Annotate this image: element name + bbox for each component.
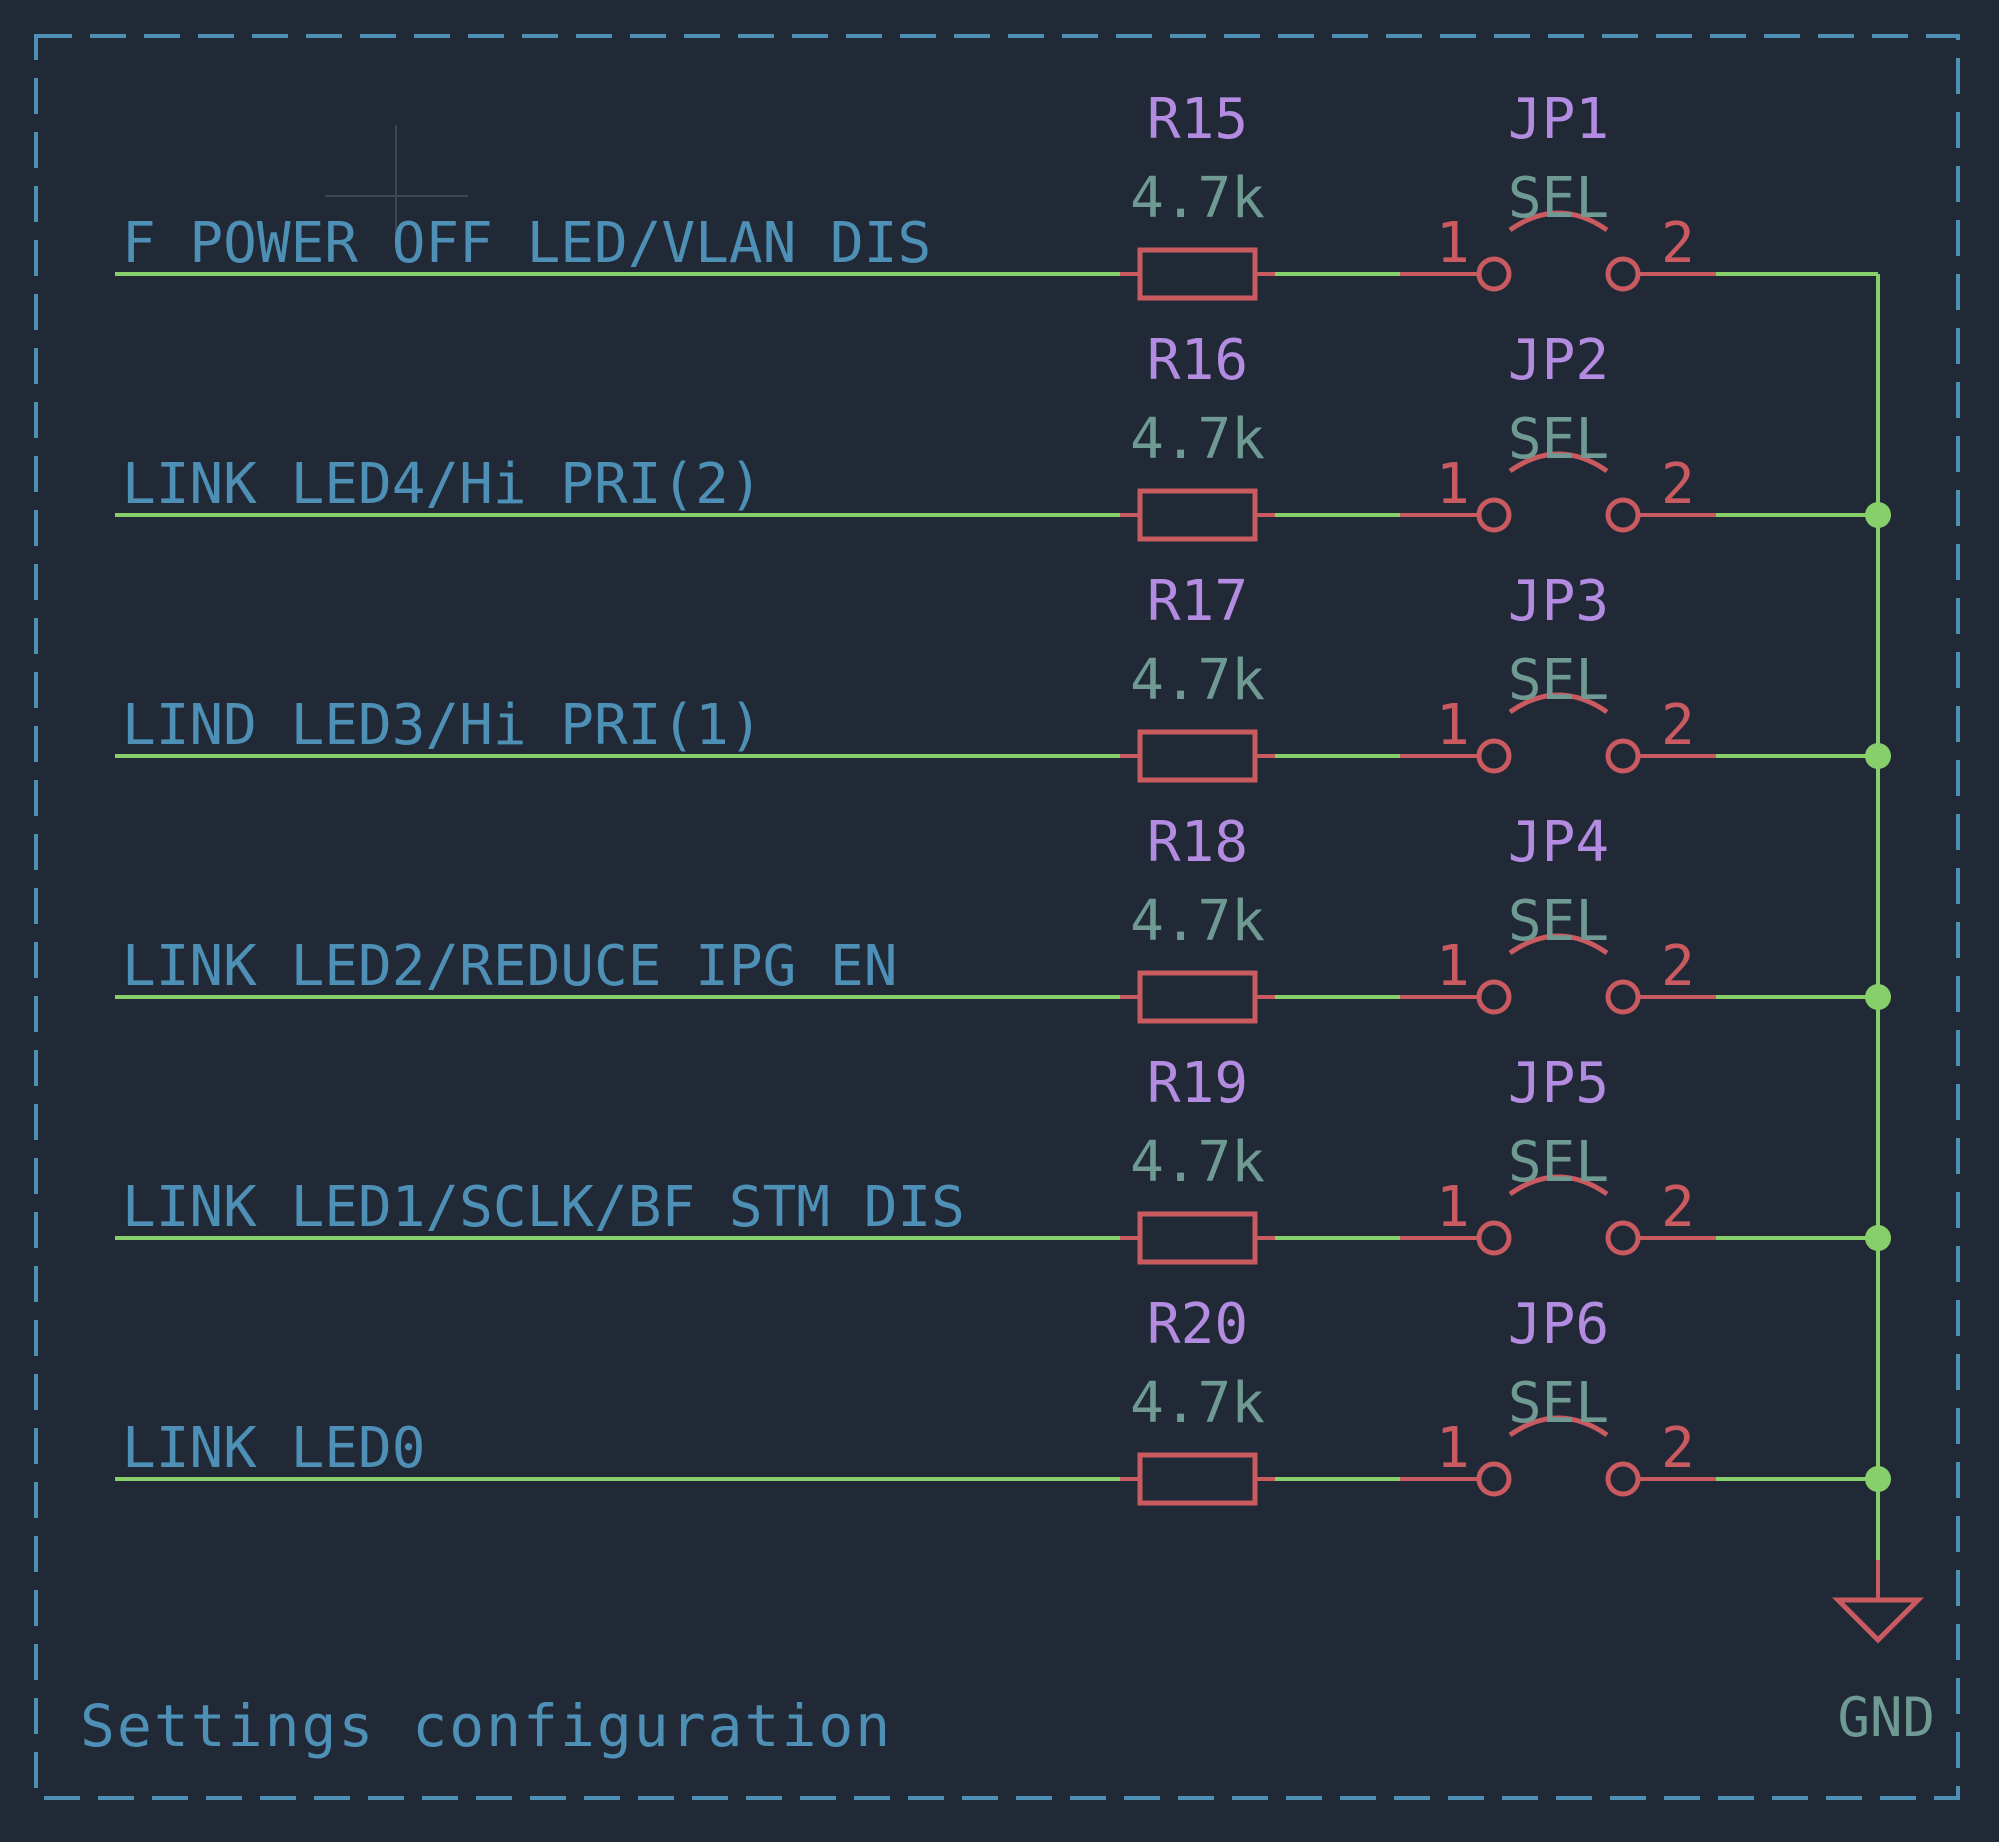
resistor-reference: R19 [1147, 1051, 1248, 1116]
pin-number: 2 [1661, 211, 1695, 276]
solder-jumper[interactable] [1400, 1174, 1716, 1256]
jumper-pad-icon [1476, 1461, 1512, 1497]
sheet-frame [34, 34, 1960, 1800]
jumper-pad-icon [1605, 1220, 1641, 1256]
net-label[interactable]: LINK_LED0 [122, 1416, 425, 1481]
jumper-bridge-icon [1508, 210, 1609, 233]
gnd-bus [1865, 274, 1891, 1600]
pin-number: 1 [1436, 211, 1470, 276]
resistor-icon [1137, 729, 1258, 783]
jumper-value: SEL [1508, 648, 1609, 713]
pin-number: 1 [1436, 1175, 1470, 1240]
resistor[interactable] [1120, 1452, 1275, 1506]
gnd-label: GND [1837, 1686, 1935, 1749]
jumper-value: SEL [1508, 889, 1609, 954]
jumper-pad-icon [1476, 256, 1512, 292]
pin-number: 1 [1436, 934, 1470, 999]
pin-number: 2 [1661, 1416, 1695, 1481]
solder-jumper[interactable] [1400, 933, 1716, 1015]
resistor-reference: R18 [1147, 810, 1248, 875]
net-label[interactable]: F_POWER_OFF_LED/VLAN_DIS [122, 211, 931, 276]
jumper-pad-icon [1476, 1220, 1512, 1256]
jumper-pad-icon [1605, 979, 1641, 1015]
resistor-reference: R16 [1147, 328, 1248, 393]
jumper-bridge-icon [1508, 1174, 1609, 1197]
pin-number: 1 [1436, 1416, 1470, 1481]
jumper-bridge-icon [1508, 451, 1609, 474]
jumper-pad-icon [1605, 1461, 1641, 1497]
jumper-bridge-icon [1508, 1415, 1609, 1438]
resistor-value: 4.7k [1130, 166, 1265, 231]
jumper-reference: JP1 [1508, 87, 1609, 152]
pin-number: 2 [1661, 452, 1695, 517]
pin-number: 2 [1661, 1175, 1695, 1240]
resistor[interactable] [1120, 970, 1275, 1024]
resistor-icon [1137, 1452, 1258, 1506]
resistor-reference: R17 [1147, 569, 1248, 634]
jumper-pad-icon [1605, 738, 1641, 774]
solder-jumper[interactable] [1400, 1415, 1716, 1497]
resistor-icon [1137, 1211, 1258, 1265]
pin-number: 1 [1436, 452, 1470, 517]
resistor-reference: R15 [1147, 87, 1248, 152]
gnd-symbol[interactable] [1831, 1597, 1925, 1644]
jumper-pad-icon [1605, 497, 1641, 533]
resistor-value: 4.7k [1130, 648, 1265, 713]
jumper-bridge-icon [1508, 692, 1609, 715]
ground-icon [1831, 1597, 1925, 1644]
net-label[interactable]: LINK_LED1/SCLK/BF_STM_DIS [122, 1175, 965, 1240]
frame-title: Settings configuration [80, 1692, 892, 1760]
jumper-bridge-icon [1508, 933, 1609, 956]
crosshair-cursor-icon [325, 125, 468, 240]
resistor-value: 4.7k [1130, 889, 1265, 954]
resistor-icon [1137, 247, 1258, 301]
resistor[interactable] [1120, 1211, 1275, 1265]
jumper-value: SEL [1508, 1130, 1609, 1195]
resistor-reference: R20 [1147, 1292, 1248, 1357]
jumper-reference: JP2 [1508, 328, 1609, 393]
solder-jumper[interactable] [1400, 210, 1716, 292]
net-label[interactable]: LINK_LED4/Hi_PRI(2) [122, 452, 763, 517]
solder-jumper[interactable] [1400, 692, 1716, 774]
jumper-value: SEL [1508, 1371, 1609, 1436]
jumper-reference: JP4 [1508, 810, 1609, 875]
jumper-reference: JP5 [1508, 1051, 1609, 1116]
resistor-value: 4.7k [1130, 407, 1265, 472]
resistor-icon [1137, 488, 1258, 542]
solder-jumper[interactable] [1400, 451, 1716, 533]
jumper-pad-icon [1476, 497, 1512, 533]
resistor[interactable] [1120, 488, 1275, 542]
jumper-reference: JP6 [1508, 1292, 1609, 1357]
jumper-reference: JP3 [1508, 569, 1609, 634]
jumper-value: SEL [1508, 166, 1609, 231]
pin-number: 2 [1661, 693, 1695, 758]
resistor-value: 4.7k [1130, 1130, 1265, 1195]
jumper-pad-icon [1476, 738, 1512, 774]
jumper-value: SEL [1508, 407, 1609, 472]
jumper-pad-icon [1605, 256, 1641, 292]
jumper-pad-icon [1476, 979, 1512, 1015]
net-label[interactable]: LINK_LED2/REDUCE_IPG_EN [122, 934, 897, 999]
pin-number: 1 [1436, 693, 1470, 758]
resistor-icon [1137, 970, 1258, 1024]
net-label[interactable]: LIND_LED3/Hi_PRI(1) [122, 693, 763, 758]
resistor-value: 4.7k [1130, 1371, 1265, 1436]
resistor[interactable] [1120, 729, 1275, 783]
pin-number: 2 [1661, 934, 1695, 999]
resistor[interactable] [1120, 247, 1275, 301]
